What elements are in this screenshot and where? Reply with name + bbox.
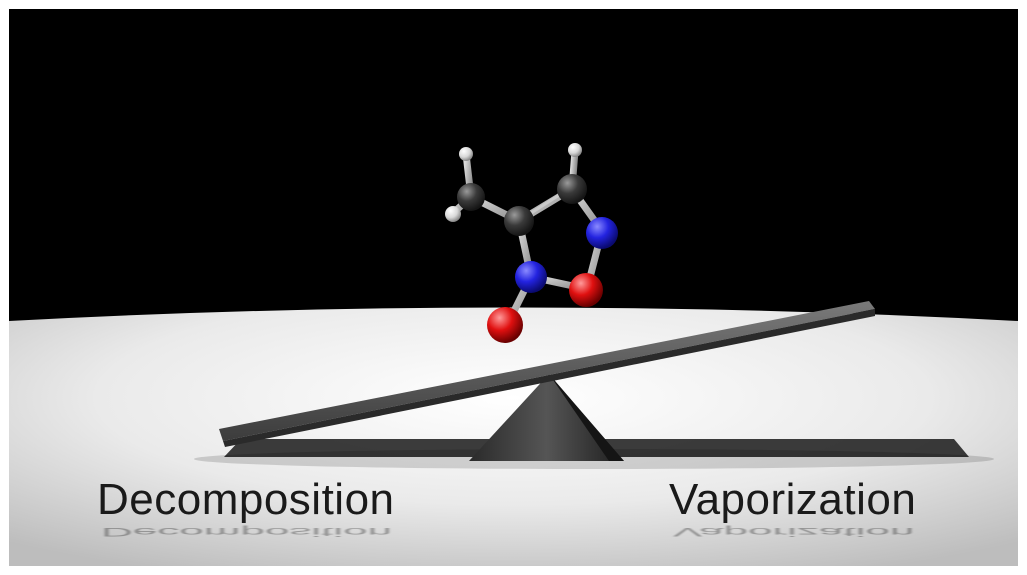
seesaw-molecule-scene [9, 9, 1018, 566]
seesaw-beam-edge [223, 309, 875, 447]
hydrogen-atom [568, 143, 582, 157]
vaporization-reflection: Vaporization [673, 525, 915, 539]
fulcrum [469, 374, 624, 461]
decomposition-label: Decomposition [97, 475, 395, 524]
carbon-atom [557, 174, 587, 204]
seesaw-beam [219, 301, 875, 441]
decomposition-reflection: Decomposition [101, 525, 393, 539]
hydrogen-atom [445, 206, 461, 222]
carbon-atom [457, 183, 485, 211]
nitrogen-atom [586, 217, 618, 249]
hydrogen-atom [459, 147, 473, 161]
molecule [445, 143, 618, 343]
nitrogen-atom [515, 261, 547, 293]
carbon-atom [504, 206, 534, 236]
image-frame: Decomposition Vaporization Decomposition… [9, 9, 1018, 566]
oxygen-atom [487, 307, 523, 343]
vaporization-label: Vaporization [669, 475, 917, 524]
oxygen-atom [569, 273, 603, 307]
fulcrum-shade [549, 374, 624, 461]
